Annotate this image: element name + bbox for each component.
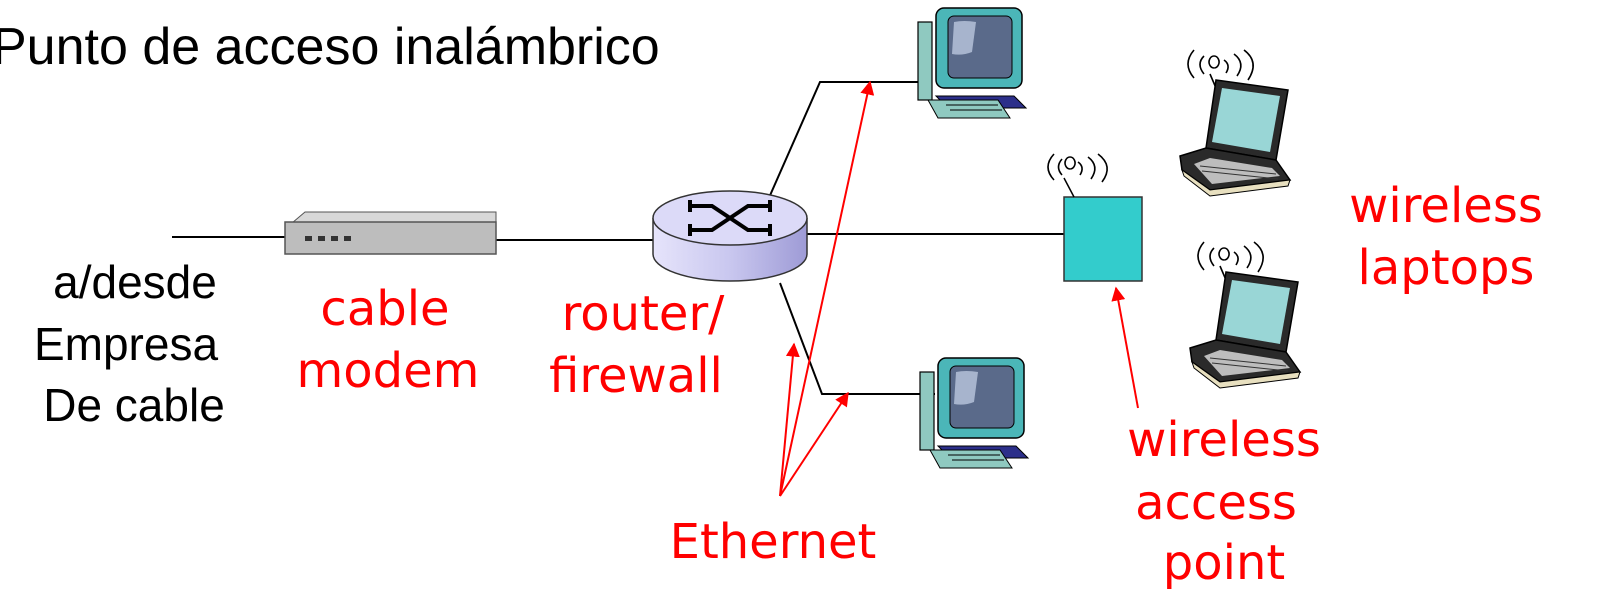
- desktop-computer-icon: [919, 357, 1030, 469]
- cable-modem-label-line-1: cable: [320, 281, 449, 337]
- laptops-label-line-1: wireless: [1349, 178, 1543, 234]
- network-links: [172, 81, 1066, 395]
- isp-label-line-1: a/desde: [53, 256, 217, 308]
- ethernet-arrow-bottom: [779, 391, 849, 497]
- laptops-label: wireless laptops: [1349, 178, 1543, 296]
- laptops-label-line-2: laptops: [1358, 240, 1535, 296]
- diagram-title: Punto de acceso inalámbrico: [0, 18, 660, 76]
- router-label-line-2: firewall: [549, 348, 723, 404]
- isp-label: a/desde Empresa De cable: [34, 256, 225, 431]
- ethernet-label: Ethernet: [670, 514, 877, 570]
- access-point-label-line-2: access: [1135, 475, 1297, 531]
- router-icon: [652, 190, 808, 282]
- isp-label-line-2: Empresa: [34, 318, 218, 370]
- wireless-signal-icon: [1047, 153, 1108, 183]
- access-point-label-line-1: wireless: [1127, 412, 1321, 468]
- ethernet-arrows: [779, 80, 1139, 497]
- laptop-icon: [1189, 241, 1302, 389]
- cable-modem-label-line-2: modem: [297, 343, 480, 399]
- wireless-access-point-icon: [1063, 177, 1143, 282]
- ethernet-arrow-middle: [779, 342, 800, 497]
- isp-label-line-3: De cable: [43, 379, 225, 431]
- laptop-icon: [1179, 49, 1292, 197]
- router-label-line-1: router/: [562, 286, 726, 342]
- access-point-label-line-3: point: [1163, 535, 1285, 591]
- cable-modem-icon: [284, 211, 497, 255]
- router-label: router/ firewall: [549, 286, 725, 404]
- access-point-label: wireless access point: [1127, 412, 1321, 591]
- cable-modem-label: cable modem: [297, 281, 480, 399]
- ethernet-arrow-top: [779, 80, 875, 497]
- desktop-computer-icon: [917, 7, 1028, 119]
- router-desktop-top-link: [767, 81, 925, 201]
- router-desktop-bottom-link: [779, 282, 935, 395]
- access-point-arrow: [1111, 286, 1139, 409]
